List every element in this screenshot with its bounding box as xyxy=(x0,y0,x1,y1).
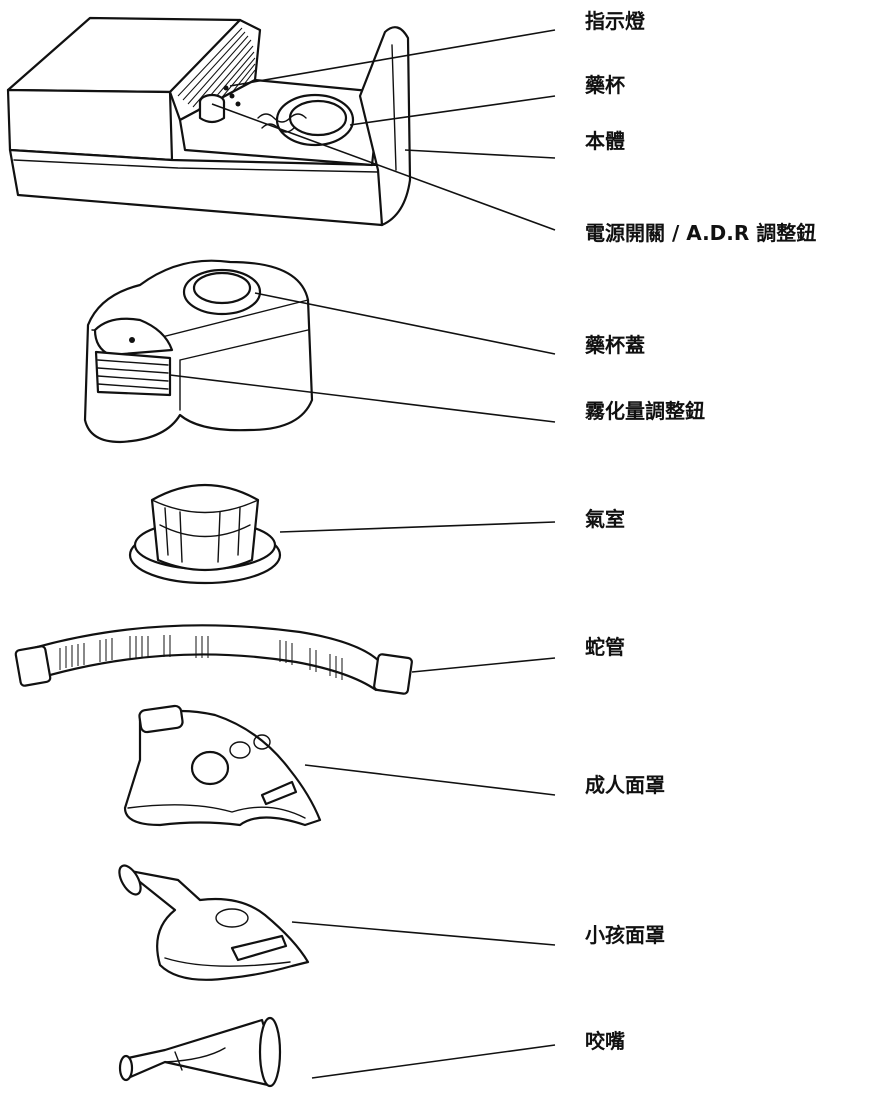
medicine-cup-lid-drawing xyxy=(83,259,314,444)
main-body-drawing xyxy=(6,16,412,227)
label-mouthpiece: 咬嘴 xyxy=(585,1029,625,1053)
air-chamber-drawing xyxy=(128,484,282,585)
mouthpiece-drawing xyxy=(118,1016,282,1088)
tube-drawing xyxy=(14,624,413,695)
label-main-body: 本體 xyxy=(585,129,625,153)
label-medicine-cup-lid: 藥杯蓋 xyxy=(584,333,645,357)
label-child-mask: 小孩面罩 xyxy=(585,923,665,947)
label-air-chamber: 氣室 xyxy=(585,507,625,531)
label-medicine-cup: 藥杯 xyxy=(584,73,625,97)
label-adult-mask: 成人面罩 xyxy=(585,773,665,797)
label-indicator-light: 指示燈 xyxy=(585,9,646,33)
label-tube: 蛇管 xyxy=(585,635,625,659)
label-power-adr-knob: 電源開關 / A.D.R 調整鈕 xyxy=(585,221,816,245)
adult-mask-drawing xyxy=(123,704,322,827)
label-mist-volume-knob: 霧化量調整鈕 xyxy=(584,399,705,423)
child-mask-drawing xyxy=(118,864,310,981)
leader-lines xyxy=(169,29,556,1079)
